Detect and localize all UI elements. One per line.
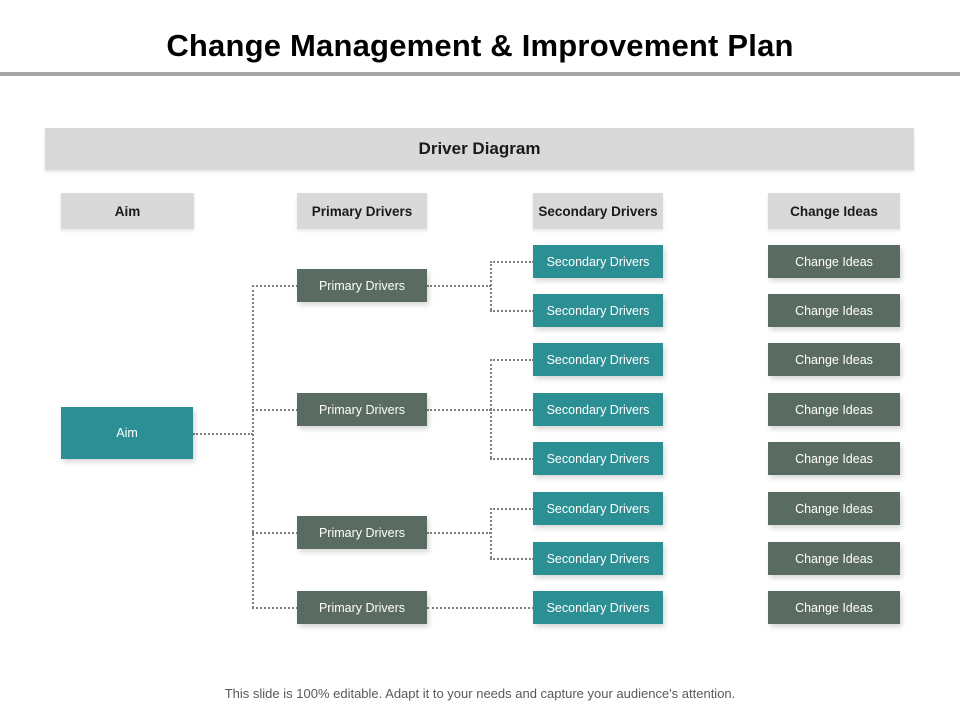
column-header-aim: Aim [61, 193, 194, 229]
connector-group-3-to-secondary-6 [490, 508, 534, 510]
node-change-idea-5[interactable]: Change Ideas [768, 442, 900, 475]
connector-trunk-to-primary-3 [252, 532, 298, 534]
connector-group-3-bracket [490, 508, 492, 558]
node-secondary-driver-4[interactable]: Secondary Drivers [533, 393, 663, 426]
node-secondary-driver-2[interactable]: Secondary Drivers [533, 294, 663, 327]
connector-trunk-to-primary-2 [252, 409, 298, 411]
connector-group-2-to-secondary-3 [490, 359, 534, 361]
column-header-primary-drivers: Primary Drivers [297, 193, 427, 229]
connector-primary-4-to-secondary-8 [427, 607, 534, 609]
connector-trunk-to-primary-1 [252, 285, 298, 287]
connector-group-3-to-secondary-7 [490, 558, 534, 560]
node-change-idea-8[interactable]: Change Ideas [768, 591, 900, 624]
connector-primary-2-stub [427, 409, 491, 411]
node-primary-driver-1[interactable]: Primary Drivers [297, 269, 427, 302]
node-aim[interactable]: Aim [61, 407, 193, 459]
node-secondary-driver-5[interactable]: Secondary Drivers [533, 442, 663, 475]
footer-note: This slide is 100% editable. Adapt it to… [224, 686, 736, 701]
node-change-idea-4[interactable]: Change Ideas [768, 393, 900, 426]
title-divider [0, 72, 960, 76]
node-secondary-driver-7[interactable]: Secondary Drivers [533, 542, 663, 575]
diagram-banner: Driver Diagram [45, 128, 914, 170]
connector-trunk-to-primary-4 [252, 607, 298, 609]
node-primary-driver-3[interactable]: Primary Drivers [297, 516, 427, 549]
connector-primary-trunk [252, 285, 254, 608]
node-change-idea-6[interactable]: Change Ideas [768, 492, 900, 525]
connector-group-1-to-secondary-1 [490, 261, 534, 263]
node-secondary-driver-6[interactable]: Secondary Drivers [533, 492, 663, 525]
column-header-change-ideas: Change Ideas [768, 193, 900, 229]
connector-group-2-bracket [490, 359, 492, 458]
diagram-banner-label: Driver Diagram [418, 139, 541, 158]
node-secondary-driver-8[interactable]: Secondary Drivers [533, 591, 663, 624]
page-title: Change Management & Improvement Plan [166, 28, 794, 63]
connector-aim-to-trunk [193, 433, 253, 435]
node-change-idea-2[interactable]: Change Ideas [768, 294, 900, 327]
connector-group-2-to-secondary-5 [490, 458, 534, 460]
node-change-idea-1[interactable]: Change Ideas [768, 245, 900, 278]
node-primary-driver-2[interactable]: Primary Drivers [297, 393, 427, 426]
node-primary-driver-4[interactable]: Primary Drivers [297, 591, 427, 624]
connector-group-1-to-secondary-2 [490, 310, 534, 312]
node-change-idea-3[interactable]: Change Ideas [768, 343, 900, 376]
connector-group-1-bracket [490, 261, 492, 310]
node-secondary-driver-3[interactable]: Secondary Drivers [533, 343, 663, 376]
connector-group-2-to-secondary-4 [490, 409, 534, 411]
column-header-secondary-drivers: Secondary Drivers [533, 193, 663, 229]
connector-primary-3-stub [427, 532, 491, 534]
connector-primary-1-stub [427, 285, 491, 287]
node-change-idea-7[interactable]: Change Ideas [768, 542, 900, 575]
node-secondary-driver-1[interactable]: Secondary Drivers [533, 245, 663, 278]
